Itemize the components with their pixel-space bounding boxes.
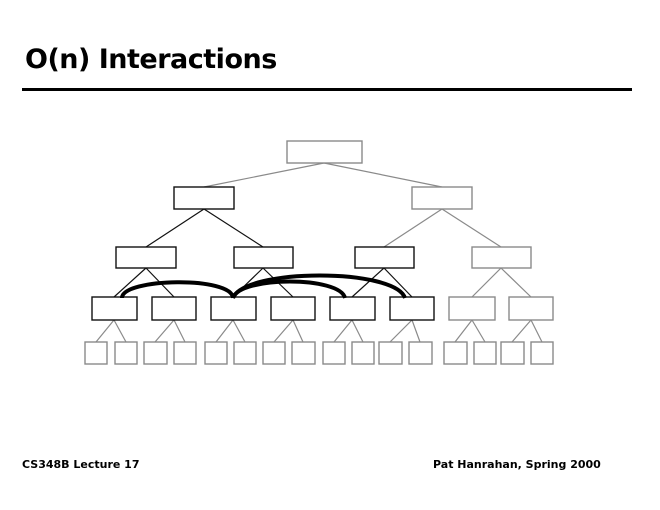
footer-course: CS348B Lecture 17 [22,458,140,471]
tree-node [91,296,138,321]
tree-node [151,296,197,321]
edge [351,319,364,343]
edge [273,319,294,343]
tree-node [210,296,257,321]
edge [389,319,413,343]
leaf-node [443,341,468,365]
leaf-node [262,341,286,365]
leaf-node [143,341,168,365]
leaf-node [84,341,108,365]
leaf-node [351,341,375,365]
edge [113,319,127,343]
edge [500,267,532,298]
tree-node [173,186,235,210]
edge [530,319,543,343]
tree-edges [95,162,543,343]
edge [203,208,264,248]
edge [215,319,234,343]
edge [383,208,443,248]
root-node [286,140,363,164]
leaf-node [233,341,257,365]
tree-node [411,186,473,210]
leaf-node [291,341,316,365]
tree-node [233,246,294,269]
interaction-arc [231,273,407,300]
interaction-arcs [120,273,407,300]
leaf-node [408,341,433,365]
tree-nodes [84,140,554,365]
edge [203,162,325,188]
edge [323,162,443,188]
tree-node [471,246,532,269]
footer-author: Pat Hanrahan, Spring 2000 [433,458,601,471]
edge [333,319,353,343]
edge [471,319,486,343]
title-divider [22,88,632,91]
edge [154,319,175,343]
edge [441,208,502,248]
leaf-node [322,341,346,365]
tree-node [448,296,496,321]
leaf-node [173,341,197,365]
edge [351,267,385,298]
tree-node [354,246,415,269]
edge [383,267,413,298]
edge [113,267,147,298]
interaction-arc [120,280,235,299]
leaf-node [530,341,554,365]
edge [411,319,421,343]
leaf-node [378,341,403,365]
edge [173,319,186,343]
leaf-node [500,341,525,365]
edge [511,319,532,343]
edge [292,319,304,343]
edge [232,319,246,343]
tree-node [508,296,554,321]
leaf-node [473,341,497,365]
slide-title: O(n) Interactions [25,44,277,75]
leaf-node [114,341,138,365]
edge [471,267,502,298]
edge [145,208,205,248]
edge [454,319,473,343]
edge [95,319,115,343]
tree-node [389,296,435,321]
tree-node [115,246,177,269]
tree-node [270,296,316,321]
tree-node [329,296,376,321]
leaf-node [204,341,228,365]
